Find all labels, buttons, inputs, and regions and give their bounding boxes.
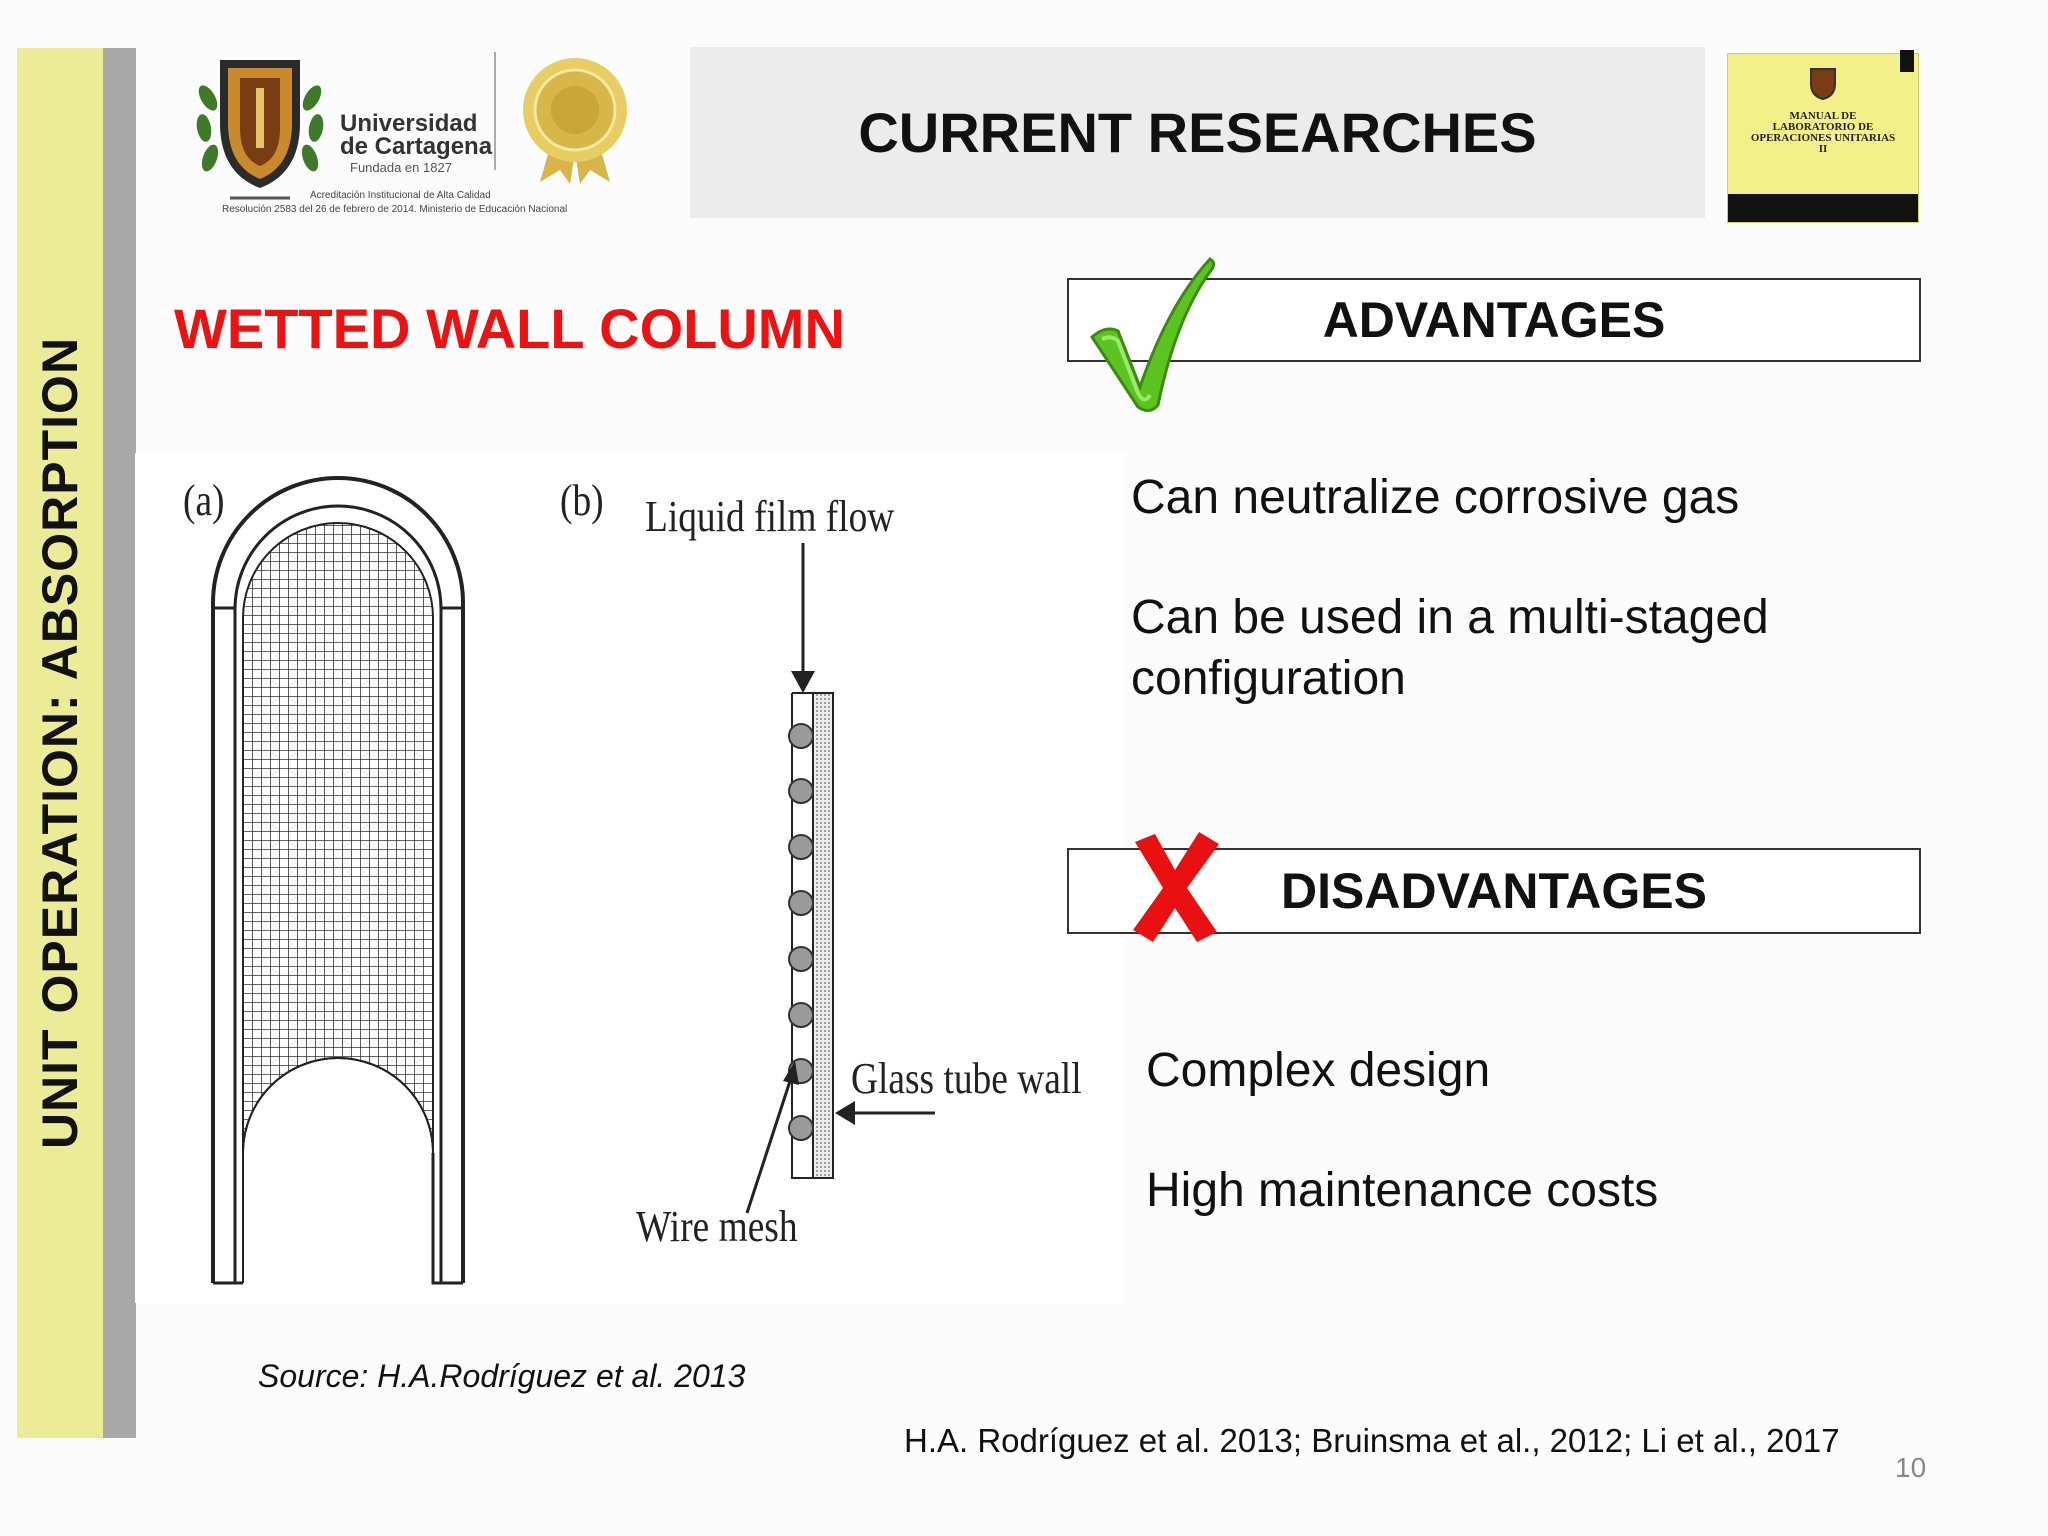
figure-label-b: (b) (560, 476, 604, 525)
university-shield-icon (196, 60, 324, 200)
manual-cover-image: MANUAL DE LABORATORIO DE OPERACIONES UNI… (1727, 50, 1919, 223)
side-band-shadow (103, 48, 136, 1438)
figure-label-a: (a) (183, 476, 225, 525)
cover-tab (1900, 50, 1914, 72)
check-mark-icon (1090, 257, 1216, 412)
disadvantages-box: DISADVANTAGES (1067, 848, 1921, 934)
side-band (17, 48, 103, 1438)
figure-source: Source: H.A.Rodríguez et al. 2013 (258, 1358, 746, 1394)
logo-accreditation-1: Acreditación Institucional de Alta Calid… (310, 190, 491, 201)
university-logo (190, 48, 630, 228)
slide-title: CURRENT RESEARCHES (858, 101, 1537, 164)
disadvantage-item: Complex design (1146, 1044, 1491, 1097)
section-title: WETTED WALL COLUMN (174, 297, 845, 360)
disadvantage-item: High maintenance costs (1146, 1164, 1659, 1217)
advantage-item: Can neutralize corrosive gas (1131, 471, 1740, 524)
cross-mark-icon (1133, 832, 1219, 942)
wetted-wall-figure: (a) (b) Liquid film flow Glass tube wall… (135, 453, 1125, 1303)
advantages-box: ADVANTAGES (1067, 278, 1921, 362)
cover-bottom-bar (1728, 194, 1918, 222)
logo-founded: Fundada en 1827 (350, 160, 452, 175)
cover-shield-icon (1810, 68, 1836, 100)
references: H.A. Rodríguez et al. 2013; Bruinsma et … (904, 1422, 1840, 1459)
advantage-item: Can be used in a multi-staged configurat… (1131, 591, 1769, 705)
side-label-container: UNIT OPERATION: ABSORPTION (17, 48, 103, 1438)
figure-label-wire-mesh: Wire mesh (636, 1202, 798, 1251)
manual-cover-title: MANUAL DE LABORATORIO DE OPERACIONES UNI… (1750, 110, 1896, 155)
logo-divider (494, 52, 496, 170)
title-box: CURRENT RESEARCHES (690, 47, 1705, 218)
figure-label-liquid-film: Liquid film flow (645, 492, 895, 541)
logo-name-line-1: Universidad (340, 110, 478, 137)
wetted-wall-diagram (211, 476, 935, 1285)
side-label: UNIT OPERATION: ABSORPTION (32, 336, 89, 1150)
logo-accreditation-2: Resolución 2583 del 26 de febrero de 201… (222, 204, 568, 215)
logo-name-line-2: de Cartagena (340, 133, 493, 160)
advantages-title: ADVANTAGES (1322, 292, 1666, 348)
page-number: 10 (1895, 1452, 1927, 1483)
gold-seal-icon (523, 58, 627, 184)
disadvantages-title: DISADVANTAGES (1281, 863, 1707, 919)
figure-label-glass-wall: Glass tube wall (851, 1054, 1082, 1103)
